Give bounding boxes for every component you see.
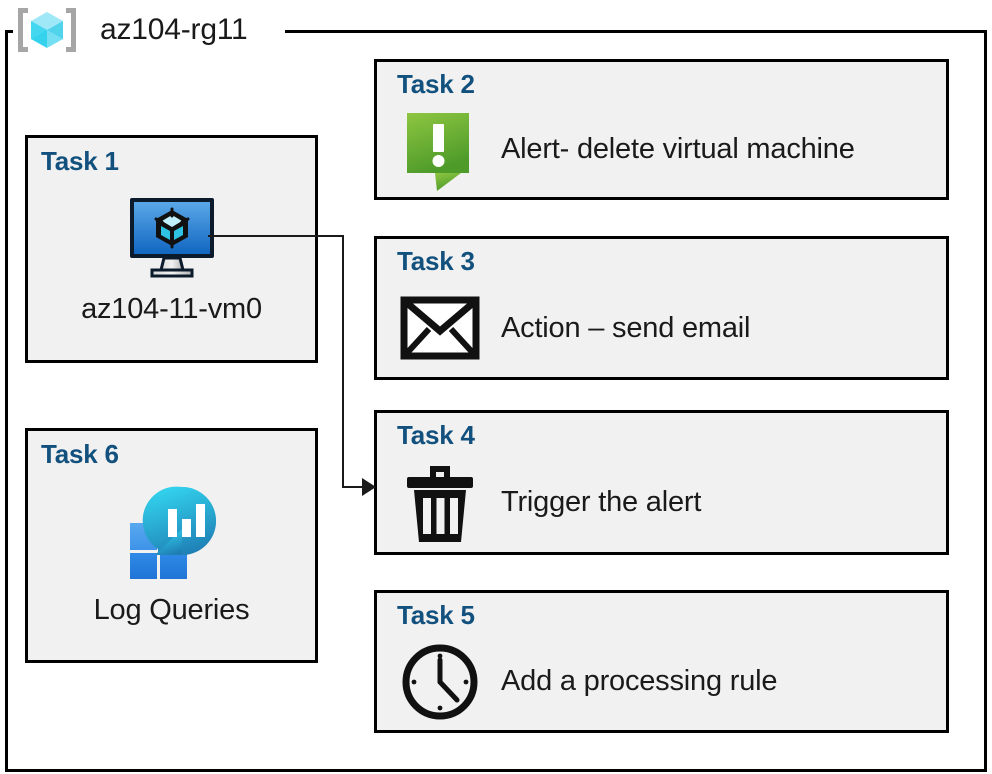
- card-task4-title: Task 4: [397, 420, 475, 450]
- card-task2[interactable]: Task 2 Alert- delete virtual machin: [374, 59, 949, 200]
- connector-segment-vertical: [342, 235, 344, 487]
- card-task5[interactable]: Task 5 Add a processing rule: [374, 590, 949, 733]
- resource-group-border-left: [5, 30, 8, 772]
- virtual-machine-icon: [28, 190, 315, 286]
- card-task3[interactable]: Task 3 Action – send email: [374, 236, 949, 380]
- card-task4-label: Trigger the alert: [501, 486, 702, 518]
- card-task1-label: az104-11-vm0: [81, 293, 262, 325]
- resource-group-border-top-left: [5, 30, 13, 33]
- card-task6[interactable]: Task 6: [25, 428, 318, 663]
- alert-speech-bubble-icon: [397, 111, 483, 191]
- resource-group-cube-icon: [14, 4, 80, 56]
- card-task3-title: Task 3: [397, 246, 475, 276]
- card-task6-label: Log Queries: [93, 594, 250, 626]
- resource-group-border-top-right: [285, 30, 987, 33]
- log-analytics-icon: [28, 483, 315, 579]
- card-task2-title: Task 2: [397, 69, 475, 99]
- trash-can-icon: [397, 464, 483, 542]
- card-task3-label: Action – send email: [501, 311, 751, 344]
- connector-segment-horizontal-bottom: [342, 486, 366, 488]
- card-task6-title: Task 6: [41, 439, 119, 469]
- card-task4-body: Trigger the alert: [397, 457, 938, 548]
- card-task5-title: Task 5: [397, 600, 475, 630]
- card-task3-body: Action – send email: [397, 283, 938, 373]
- card-task5-body: Add a processing rule: [397, 637, 938, 726]
- resource-group-border-bottom: [5, 769, 987, 772]
- resource-group-label: az104-rg11: [100, 13, 248, 46]
- clock-icon: [397, 643, 483, 721]
- envelope-icon: [397, 289, 483, 367]
- card-task1-title: Task 1: [41, 146, 119, 176]
- resource-group-border-right: [984, 30, 987, 772]
- card-task2-label: Alert- delete virtual machine: [501, 133, 855, 165]
- card-task1[interactable]: Task 1: [25, 135, 318, 363]
- connector-segment-horizontal-top: [208, 235, 344, 237]
- card-task4[interactable]: Task 4 Trigger the alert: [374, 410, 949, 555]
- card-task5-label: Add a processing rule: [501, 665, 778, 697]
- arrowhead-right-icon: [362, 478, 376, 496]
- card-task2-body: Alert- delete virtual machine: [397, 106, 938, 193]
